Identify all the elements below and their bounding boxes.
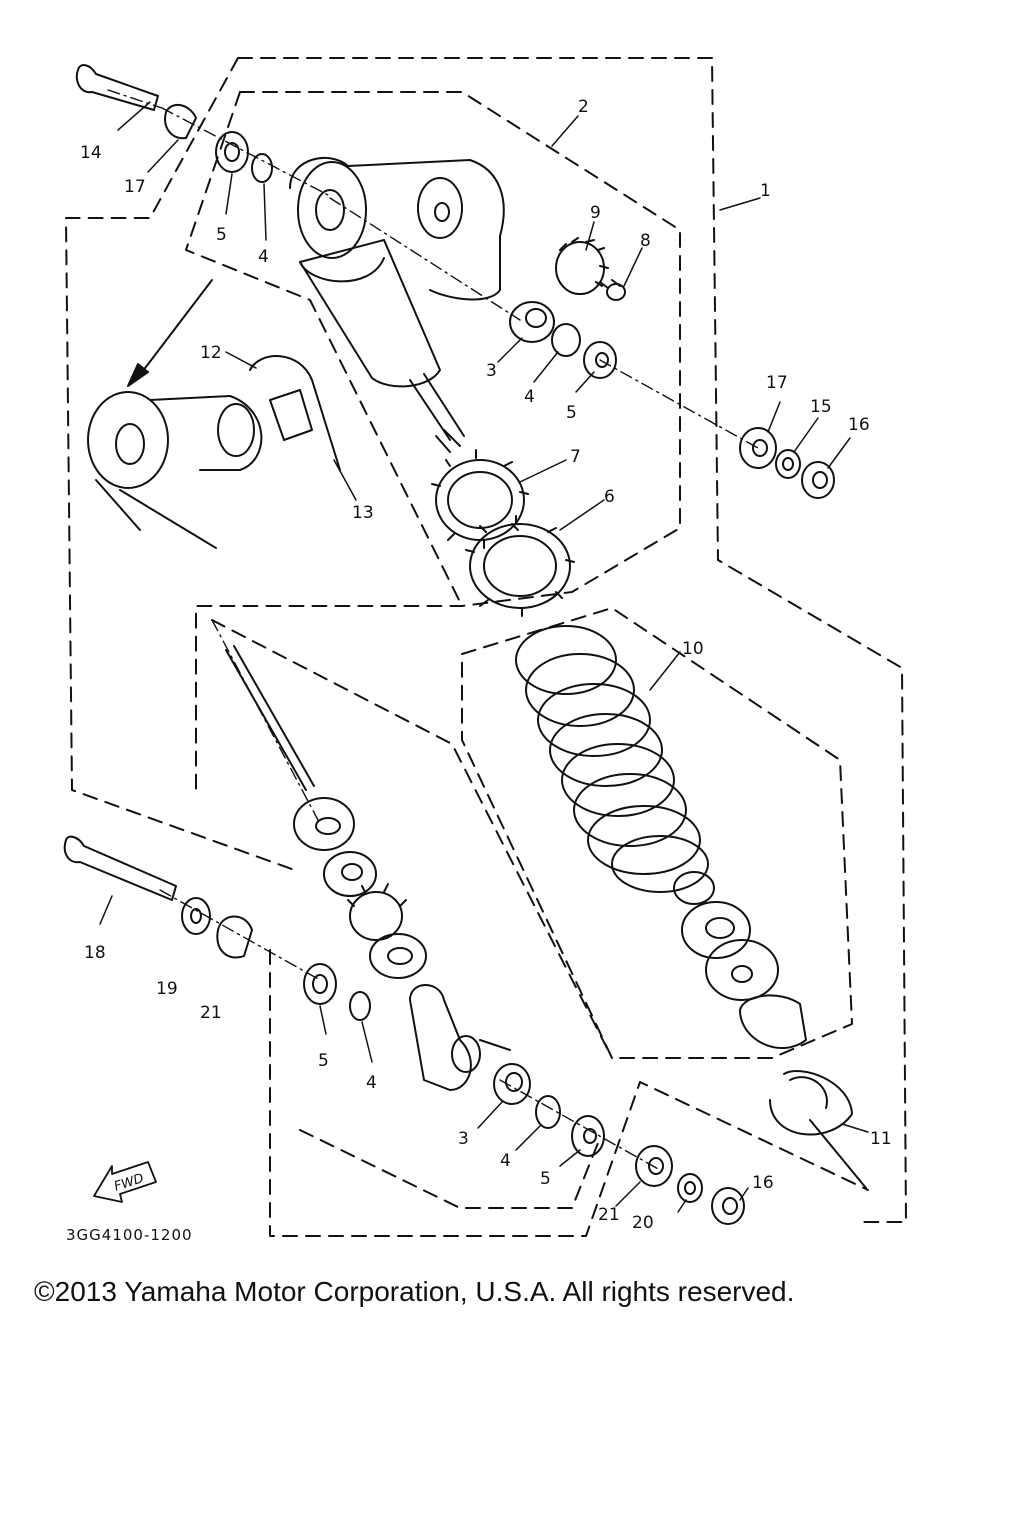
callout-17-right: 17 <box>766 373 788 393</box>
callout-4-upper: 4 <box>524 387 535 407</box>
callout-21-left: 21 <box>200 1003 222 1023</box>
part-16-nut-lower <box>711 1187 745 1225</box>
group-boundary-3 <box>461 607 853 1059</box>
group-boundary-2 <box>185 91 681 791</box>
callout-4-lower-left: 4 <box>366 1073 377 1093</box>
callout-5-lower: 5 <box>540 1169 551 1189</box>
callout-leader-lines <box>99 101 869 1213</box>
group-boundary-1 <box>65 57 907 1223</box>
part-5-oil-seal-top-left <box>215 131 249 173</box>
callout-5-lower-left: 5 <box>318 1051 329 1071</box>
group-boundary-4 <box>211 619 869 1237</box>
part-9-adjuster-knob <box>555 237 609 295</box>
part-14-bolt <box>75 64 159 111</box>
part-5-oil-seal-lower <box>571 1115 605 1157</box>
part-6-lock-nut <box>465 515 575 617</box>
callout-4-lower: 4 <box>500 1151 511 1171</box>
lower-seal-stack <box>293 797 427 979</box>
callout-14: 14 <box>80 143 102 163</box>
callout-16-lower: 16 <box>752 1173 774 1193</box>
detail-inset-upper-mount <box>87 279 341 549</box>
part-5-oil-seal-lower-left <box>303 963 337 1005</box>
shock-absorber-body <box>289 157 505 453</box>
part-17-collar-right <box>739 427 777 469</box>
part-4-circlip-top-left <box>251 153 273 183</box>
callout-9: 9 <box>590 203 601 223</box>
part-4-circlip-lower <box>535 1095 561 1129</box>
callout-10: 10 <box>682 639 704 659</box>
part-21-collar-right <box>635 1145 673 1187</box>
callout-8: 8 <box>640 231 651 251</box>
part-5-oil-seal-upper <box>583 341 617 379</box>
part-3-bushing-lower <box>493 1063 531 1105</box>
callout-19: 19 <box>156 979 178 999</box>
part-4-circlip-upper <box>551 323 581 357</box>
callout-1: 1 <box>760 181 771 201</box>
part-19-washer <box>181 897 211 935</box>
part-18-bolt <box>63 835 177 901</box>
callout-20: 20 <box>632 1213 654 1233</box>
part-16-nut-right <box>801 461 835 499</box>
callout-21-right: 21 <box>598 1205 620 1225</box>
piston-rod-lower <box>225 645 315 791</box>
part-15-washer-right <box>775 449 801 479</box>
callout-2: 2 <box>578 97 589 117</box>
callout-5-top: 5 <box>216 225 227 245</box>
callout-6: 6 <box>604 487 615 507</box>
part-17-collar-left <box>164 103 197 140</box>
callout-11: 11 <box>870 1129 892 1149</box>
part-20-washer <box>677 1173 703 1203</box>
callout-18: 18 <box>84 943 106 963</box>
part-10-spring <box>515 625 709 893</box>
fwd-arrow <box>93 1161 157 1203</box>
callout-4-top: 4 <box>258 247 269 267</box>
exploded-parts-diagram: 1 2 3 3 4 4 4 4 5 5 5 5 6 7 8 9 10 11 12… <box>63 57 907 1244</box>
callout-17-left: 17 <box>124 177 146 197</box>
part-8-screw <box>599 279 626 301</box>
callout-3-lower: 3 <box>458 1129 469 1149</box>
part-3-bushing-upper <box>509 301 555 343</box>
damper-rubber-stack <box>673 871 807 1050</box>
callout-15: 15 <box>810 397 832 417</box>
callout-12: 12 <box>200 343 222 363</box>
part-code: 3GG4100-1200 <box>66 1226 193 1244</box>
callout-7: 7 <box>570 447 581 467</box>
part-4-circlip-lower-left <box>349 991 371 1021</box>
lower-mount-clevis <box>409 984 511 1091</box>
callout-3-upper: 3 <box>486 361 497 381</box>
part-7-ring-nut <box>431 449 529 549</box>
callout-5-upper: 5 <box>566 403 577 423</box>
copyright-notice: ©2013 Yamaha Motor Corporation, U.S.A. A… <box>34 1276 795 1307</box>
part-11-bump-rubber <box>769 1070 867 1189</box>
callout-labels: 1 2 3 3 4 4 4 4 5 5 5 5 6 7 8 9 10 11 12… <box>80 97 892 1233</box>
part-21-collar-left <box>216 915 253 959</box>
callout-16-upper: 16 <box>848 415 870 435</box>
callout-13: 13 <box>352 503 374 523</box>
